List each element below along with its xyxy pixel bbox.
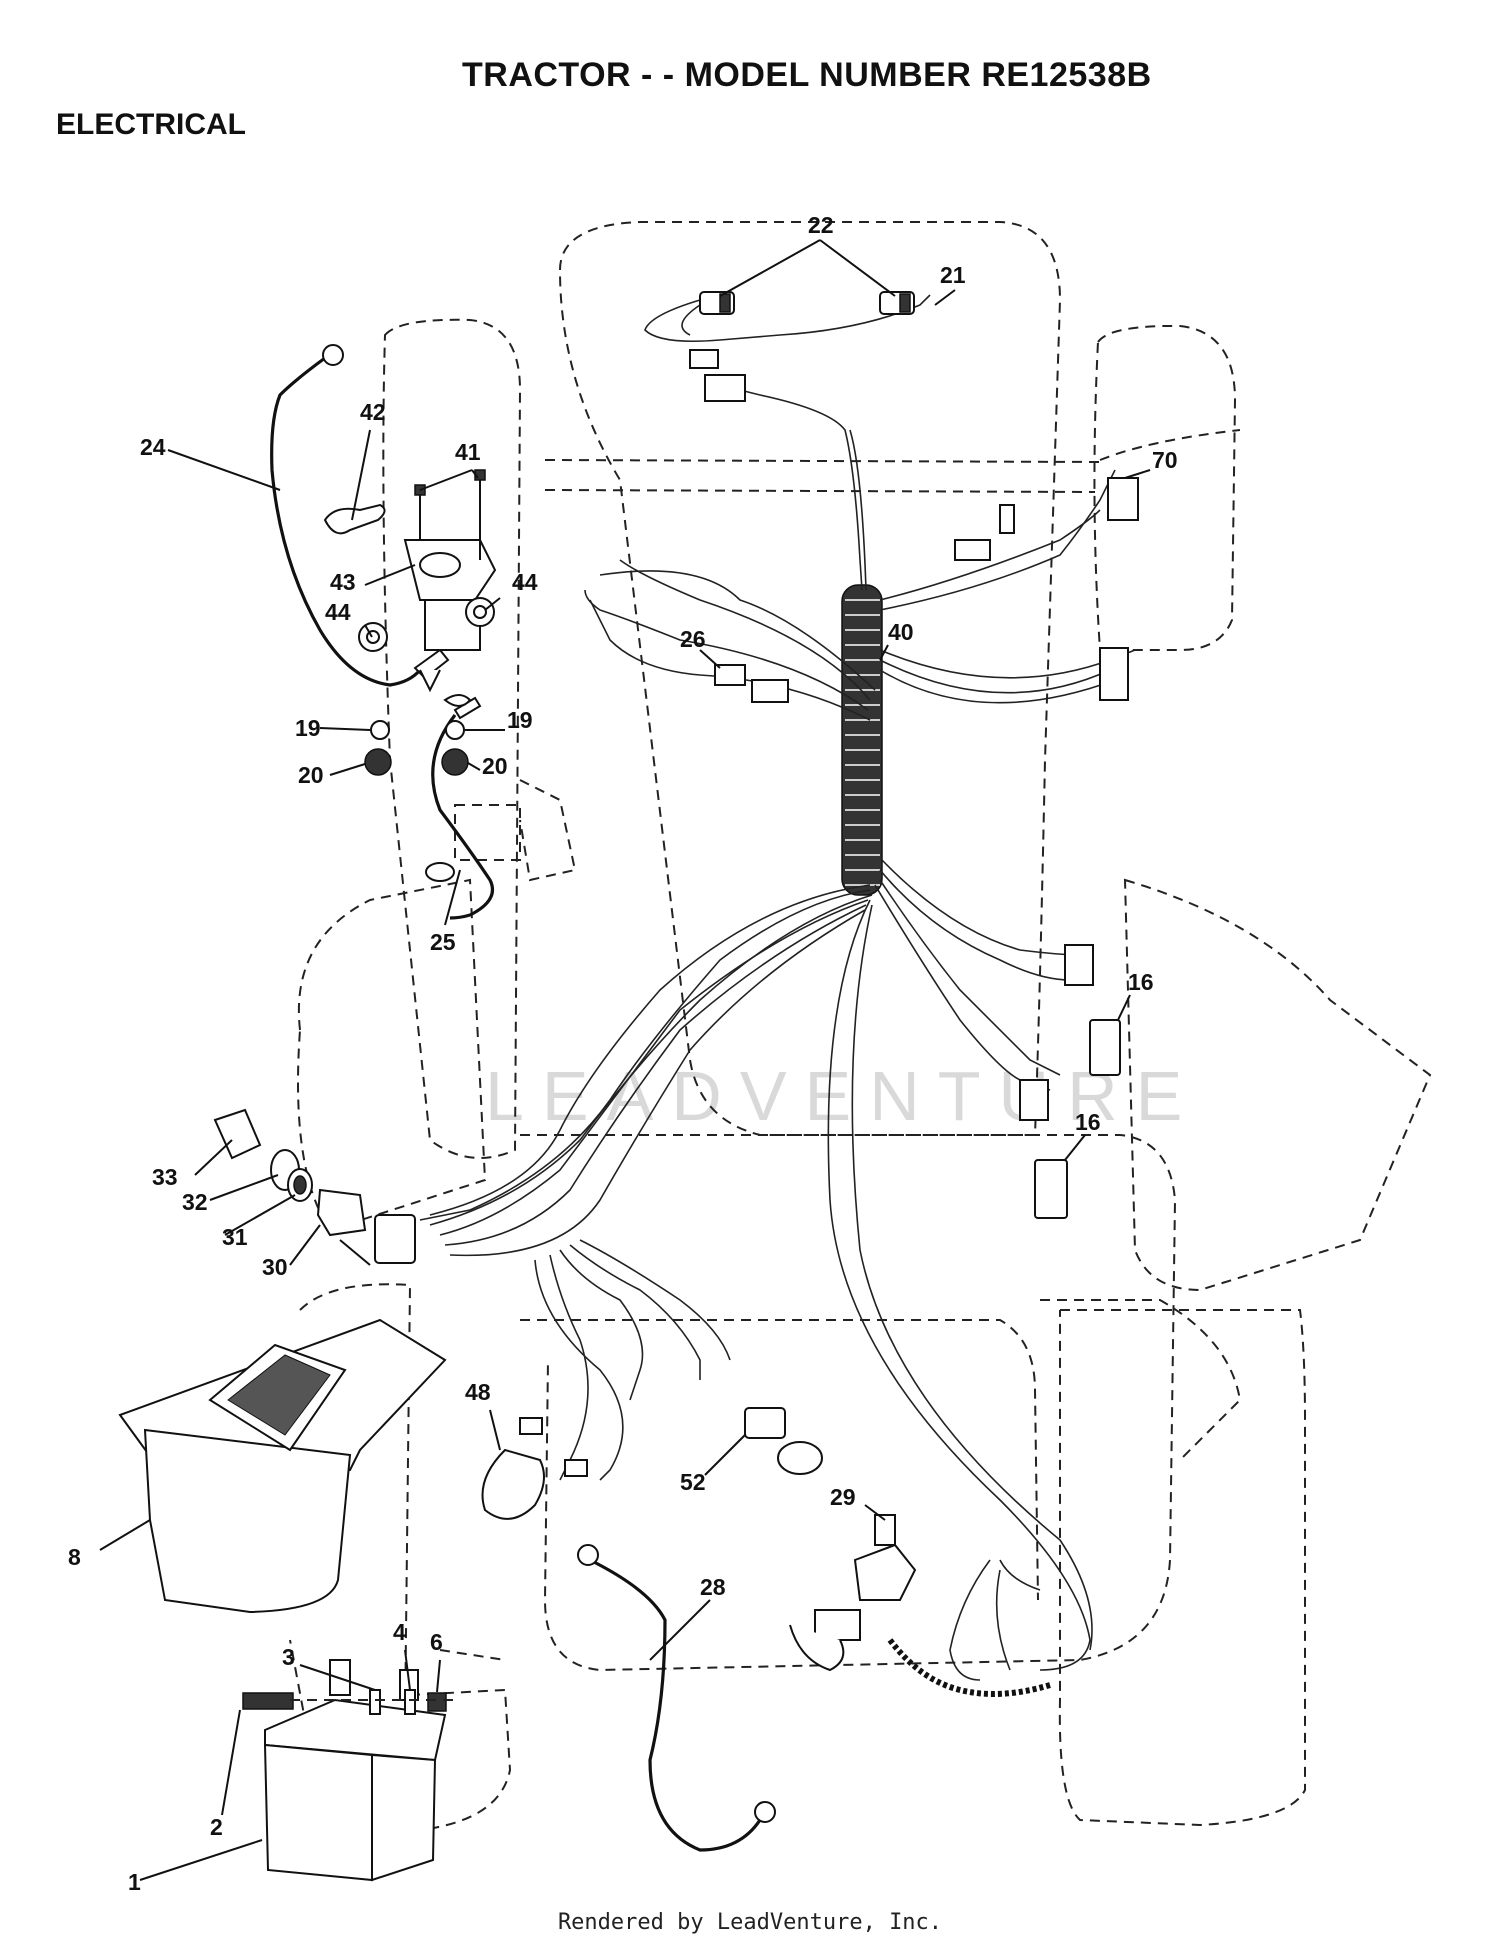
callout-labels: 1 2 3 4 6 8 16 16 19 19 20 20 21 22 24 2… [68,212,1178,1895]
callout-16-lower: 16 [1075,1109,1101,1135]
harness-wires [419,294,1136,1681]
callout-44-left: 44 [325,599,351,625]
callout-48: 48 [465,1379,491,1405]
callout-43: 43 [330,569,356,595]
part-52 [744,1407,823,1475]
harness-coil [841,584,883,896]
callout-31: 31 [222,1224,248,1250]
callout-19-left: 19 [295,715,321,741]
callout-2: 2 [210,1814,223,1840]
callout-3: 3 [282,1644,295,1670]
battery-box [118,1318,447,1614]
light-sockets [689,291,915,402]
callout-22: 22 [808,212,834,238]
page-title: TRACTOR - - MODEL NUMBER RE12538B [462,56,1152,94]
fuse-holder-48 [481,1417,588,1520]
callout-20-right: 20 [482,753,508,779]
callout-4: 4 [393,1619,406,1645]
callout-42: 42 [360,399,386,425]
footer-credit: Rendered by LeadVenture, Inc. [557,1910,943,1935]
callout-33: 33 [152,1164,178,1190]
callout-32: 32 [182,1189,208,1215]
leader-lines [99,239,1151,1881]
coil-cord [887,1638,1051,1697]
callout-19-right: 19 [507,707,533,733]
section-title: ELECTRICAL [56,108,246,141]
callout-24: 24 [140,434,166,460]
battery-hardware [242,1689,460,1715]
cable-25 [425,696,495,920]
battery [263,1659,447,1882]
callout-20-left: 20 [298,762,324,788]
callout-29: 29 [830,1484,856,1510]
callout-25: 25 [430,929,456,955]
callout-41: 41 [455,439,481,465]
callout-16-upper: 16 [1128,969,1154,995]
callout-8: 8 [68,1544,81,1570]
tractor-outline [289,221,1432,1831]
watermark: LEADVENTURE [485,1057,1200,1135]
callout-21: 21 [940,262,966,288]
callout-28: 28 [700,1574,726,1600]
callout-44-right: 44 [512,569,538,595]
connector-70 [954,477,1139,701]
callout-52: 52 [680,1469,706,1495]
callout-70: 70 [1152,447,1178,473]
switch-29 [789,1514,917,1672]
callout-30: 30 [262,1254,288,1280]
connector-26 [714,664,789,703]
callout-26: 26 [680,626,706,652]
callout-1: 1 [128,1869,141,1895]
callout-6: 6 [430,1629,443,1655]
solenoid-assembly [323,469,497,776]
callout-40: 40 [888,619,914,645]
switches-16 [1019,944,1121,1219]
ignition-switch [213,1108,416,1266]
cable-28 [577,1544,776,1852]
